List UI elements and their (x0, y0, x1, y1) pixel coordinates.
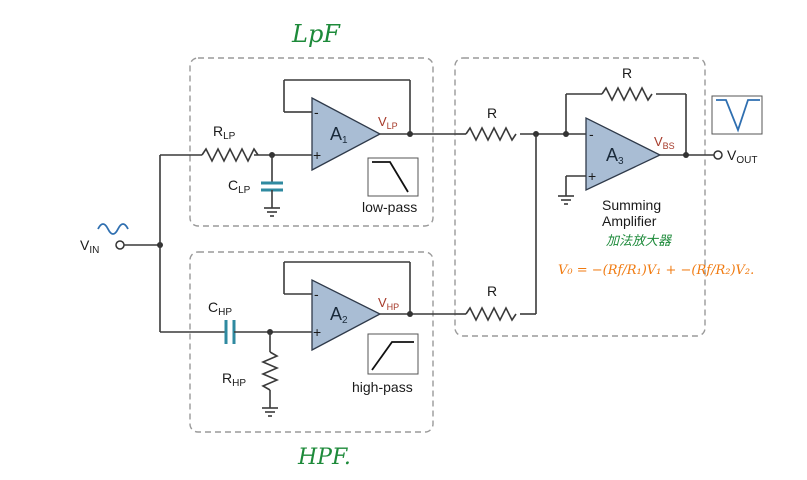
vbs-label: VBS (654, 134, 675, 151)
a2-minus: - (314, 286, 319, 302)
r-bottom-label: R (487, 283, 497, 299)
resistor-r-bottom (465, 306, 517, 322)
vin-label: VIN (80, 237, 99, 256)
lowpass-response-icon (367, 157, 419, 197)
resistor-rlp (201, 147, 259, 163)
highpass-response-icon (367, 333, 419, 375)
vout-label: VOUT (727, 147, 757, 166)
r-feedback-label: R (622, 65, 632, 81)
a2-label: A2 (330, 304, 348, 326)
chp-label: CHP (208, 299, 232, 318)
hpf-group-box (189, 251, 434, 433)
resistor-rhp (260, 351, 280, 391)
a1-label: A1 (330, 124, 348, 146)
a1-minus: - (314, 104, 319, 120)
r-top-label: R (487, 105, 497, 121)
summing-caption-1: Summing (602, 197, 661, 213)
opamp-a1 (311, 96, 382, 172)
a1-plus: + (313, 147, 321, 163)
lpf-annotation: LpF (291, 20, 341, 48)
hpf-annotation: HPF. (297, 445, 351, 470)
rhp-label: RHP (222, 370, 246, 389)
vhp-label: VHP (378, 295, 399, 312)
a3-label: A3 (606, 145, 624, 167)
resistor-r-feedback (601, 86, 653, 102)
vin-terminal (115, 240, 125, 250)
rlp-label: RLP (213, 123, 236, 142)
a3-plus: + (588, 168, 596, 184)
lpf-group-box (189, 57, 434, 227)
vout-terminal (713, 150, 723, 160)
input-sine-icon (97, 223, 129, 235)
resistor-r-top (465, 126, 517, 142)
opamp-a3 (585, 116, 662, 192)
vlp-label: VLP (378, 114, 398, 131)
formula-annotation: V₀ = −(Rf/R₁)V₁ + −(Rf/R₂)V₂. (558, 263, 754, 278)
a2-plus: + (313, 324, 321, 340)
opamp-a2 (311, 278, 382, 352)
chinese-annotation: 加法放大器 (606, 234, 672, 249)
lowpass-caption: low-pass (362, 199, 417, 215)
highpass-caption: high-pass (352, 379, 413, 395)
clp-label: CLP (228, 177, 251, 196)
a3-minus: - (589, 126, 594, 142)
summing-caption-2: Amplifier (602, 213, 657, 229)
